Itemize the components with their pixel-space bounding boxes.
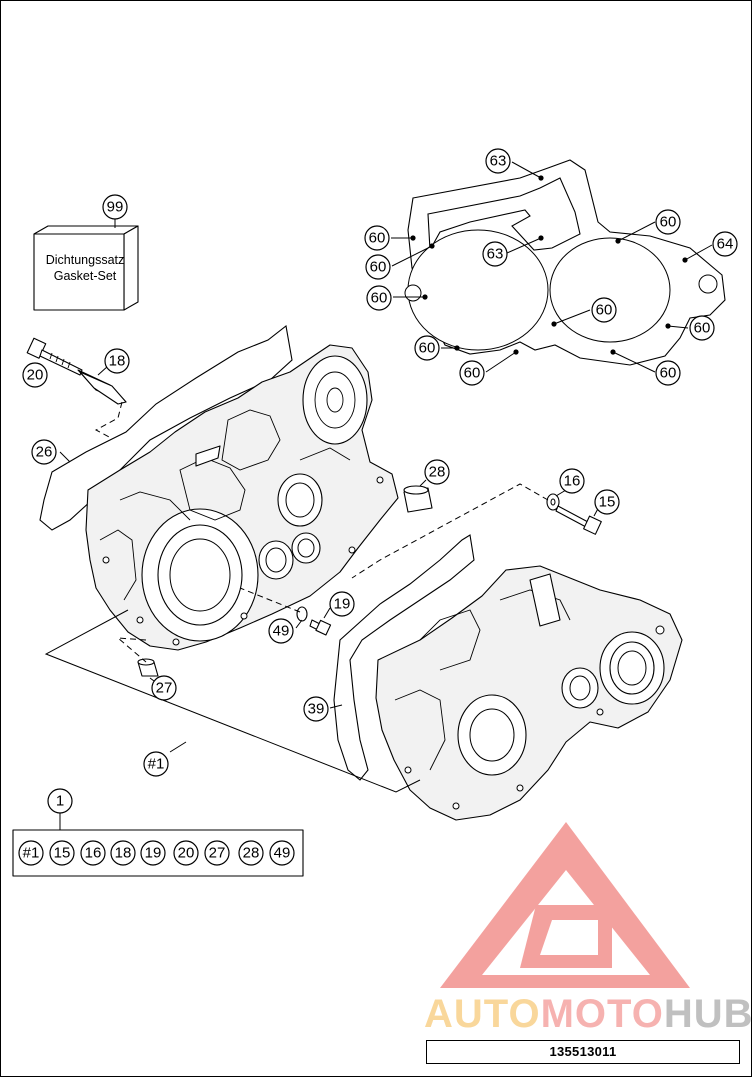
watermark-part-3: HUB	[663, 992, 752, 1036]
gasket-set-label-en: Gasket-Set	[53, 269, 117, 283]
kit-item-1: 15	[49, 840, 75, 866]
callout-1-label: 1	[56, 793, 64, 810]
callout-60-h-label: 60	[660, 365, 677, 382]
bushing-18	[77, 369, 127, 405]
gasket-set-box	[33, 225, 139, 311]
callout-15: 15	[594, 489, 620, 515]
callout-60-f-label: 60	[464, 365, 481, 382]
callout-60-g: 60	[591, 297, 617, 323]
screw-15	[555, 505, 602, 535]
crankcase-gasket	[404, 159, 726, 366]
callout-39-label: 39	[308, 701, 325, 718]
callout-99: 99	[102, 194, 128, 220]
gasket-39	[333, 534, 475, 781]
callout-28-label: 28	[429, 464, 446, 481]
kit-item-6: 27	[204, 840, 230, 866]
kit-item-5-label: 20	[178, 845, 195, 862]
kit-item-3: 18	[110, 840, 136, 866]
kit-item-0: #1	[18, 840, 44, 866]
callout-60-g-label: 60	[596, 302, 613, 319]
callout-60-d-label: 60	[371, 290, 388, 307]
callout-20-label: 20	[27, 367, 44, 384]
bushing-27	[137, 658, 159, 677]
callout-60-d: 60	[366, 285, 392, 311]
callout-20: 20	[22, 362, 48, 388]
callout-assembly: #1	[143, 751, 169, 777]
callout-60-b-label: 60	[369, 230, 386, 247]
callout-49-label: 49	[273, 623, 290, 640]
kit-item-7-label: 28	[243, 845, 260, 862]
washer-16	[546, 493, 560, 511]
callout-64: 64	[712, 231, 738, 257]
watermark-part-1: AUTO	[424, 992, 541, 1036]
callout-63-top-label: 63	[490, 153, 507, 170]
kit-item-3-label: 18	[115, 845, 132, 862]
callout-60-c: 60	[365, 254, 391, 280]
kit-item-8: 49	[269, 840, 295, 866]
callout-39: 39	[303, 696, 329, 722]
callout-60-i: 60	[689, 315, 715, 341]
callout-19-label: 19	[334, 596, 351, 613]
callout-16-label: 16	[564, 473, 581, 490]
callout-27-label: 27	[156, 680, 173, 697]
assembly-bracket	[44, 609, 421, 793]
callout-60-a: 60	[655, 209, 681, 235]
callout-60-c-label: 60	[370, 259, 387, 276]
crankcase-left-half	[85, 344, 399, 651]
callout-49: 49	[268, 618, 294, 644]
kit-item-2: 16	[80, 840, 106, 866]
kit-item-6-label: 27	[209, 845, 226, 862]
crankcase-right-half	[375, 565, 683, 821]
callout-15-label: 15	[599, 494, 616, 511]
callout-27: 27	[151, 675, 177, 701]
callout-60-h: 60	[655, 360, 681, 386]
watermark-text: AUTOMOTOHUB	[424, 992, 752, 1037]
callout-60-b: 60	[364, 225, 390, 251]
callout-63-top: 63	[485, 148, 511, 174]
callout-28: 28	[424, 459, 450, 485]
kit-item-0-label: #1	[23, 845, 40, 862]
callout-64-label: 64	[717, 236, 734, 253]
kit-item-8-label: 49	[274, 845, 291, 862]
bolt-20	[26, 337, 83, 376]
watermark-part-2: MOTO	[540, 992, 664, 1036]
screw-19	[309, 619, 332, 636]
callouts: 99 63 63 64 60 60 60 60 60 60 60 60 60 1…	[18, 148, 738, 866]
kit-item-7: 28	[238, 840, 264, 866]
callout-19: 19	[329, 591, 355, 617]
kit-item-2-label: 16	[85, 845, 102, 862]
kit-item-4: 19	[140, 840, 166, 866]
callout-60-i-label: 60	[694, 320, 711, 337]
callout-18: 18	[104, 348, 130, 374]
gasket-26	[39, 325, 293, 531]
watermark-logo	[440, 822, 690, 988]
gasket-leaders	[391, 161, 713, 373]
callout-18-label: 18	[109, 353, 126, 370]
kit-item-4-label: 19	[145, 845, 162, 862]
callout-assembly-label: #1	[148, 756, 165, 773]
callout-99-label: 99	[107, 199, 124, 216]
reference-number: 135513011	[426, 1040, 740, 1064]
callout-60-e-label: 60	[419, 340, 436, 357]
gasket-set-label-de: Dichtungssatz	[45, 253, 125, 267]
callout-26: 26	[31, 439, 57, 465]
callout-60-f: 60	[459, 360, 485, 386]
callout-1: 1	[47, 788, 73, 814]
callout-60-a-label: 60	[660, 214, 677, 231]
callout-26-label: 26	[36, 444, 53, 461]
callout-63-mid-label: 63	[487, 246, 504, 263]
kit-item-5: 20	[173, 840, 199, 866]
bushing-28	[403, 485, 433, 513]
callout-16: 16	[559, 468, 585, 494]
callout-60-e: 60	[414, 335, 440, 361]
callout-63-mid: 63	[482, 241, 508, 267]
kit-item-1-label: 15	[54, 845, 71, 862]
washer-49	[296, 606, 308, 622]
gasket-set-label: Dichtungssatz Gasket-Set	[34, 252, 136, 284]
